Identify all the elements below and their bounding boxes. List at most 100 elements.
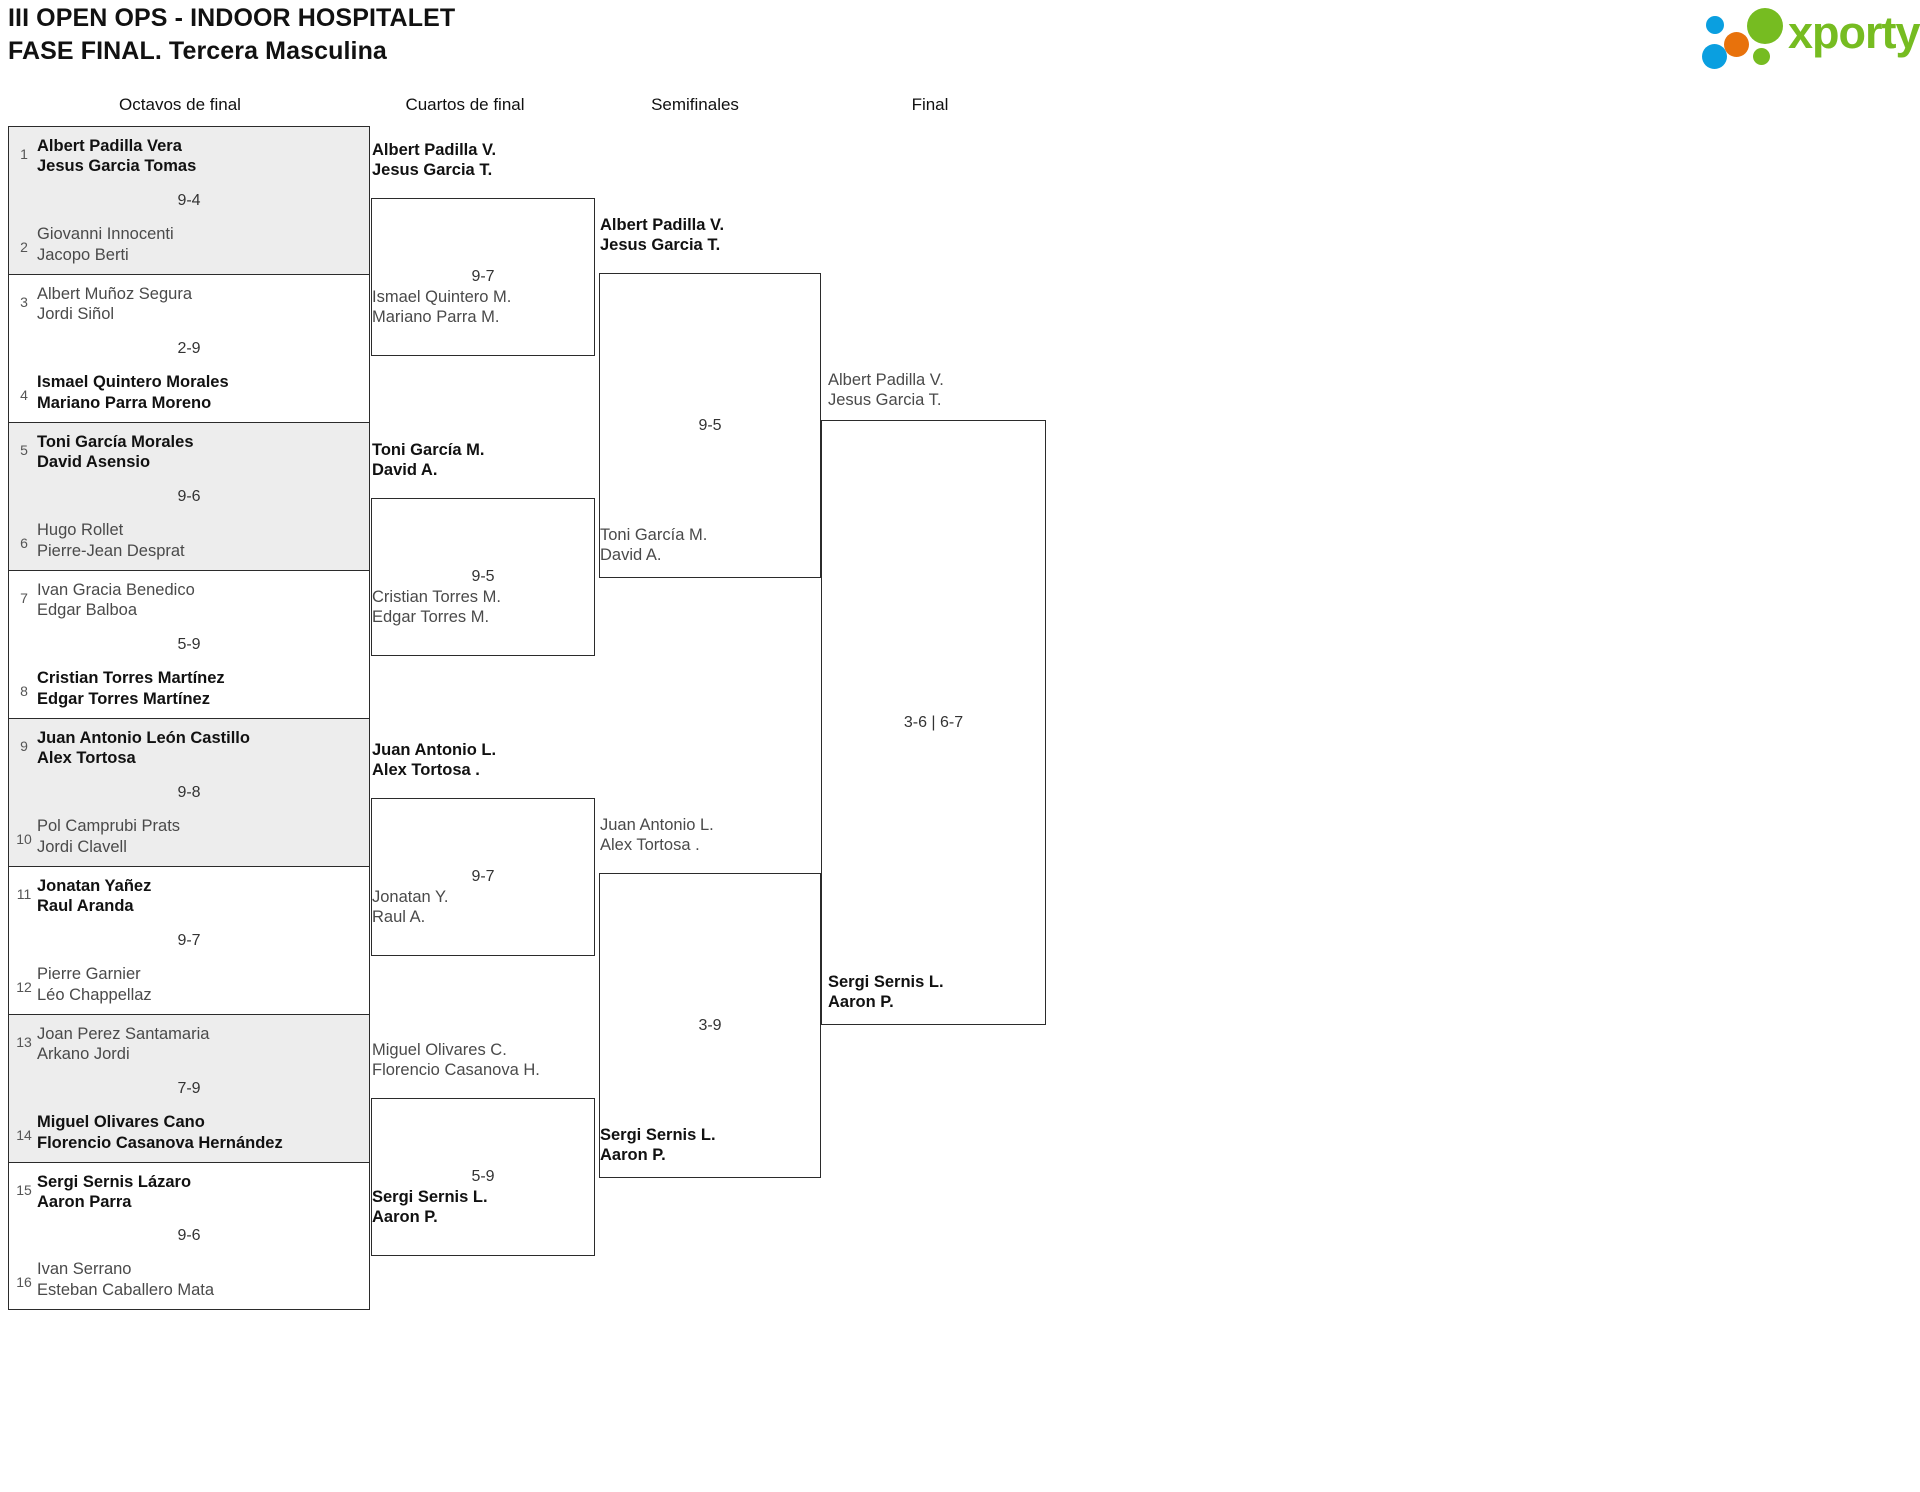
match-team-bottom[interactable]: 6 Hugo Rollet Pierre-Jean Desprat xyxy=(9,520,369,561)
match-octavos-6[interactable]: 11 Jonatan Yañez Raul Aranda 9-7 12 Pier… xyxy=(8,866,370,1014)
match-team-bottom[interactable]: 16 Ivan Serrano Esteban Caballero Mata xyxy=(9,1259,369,1300)
cuartos-2-team-top[interactable]: Toni García M. David A. xyxy=(372,440,484,481)
logo-dot-green-small-icon xyxy=(1753,48,1770,65)
player-name-2: Jordi Clavell xyxy=(37,837,127,856)
match-team-top[interactable]: 3 Albert Muñoz Segura Jordi Siñol xyxy=(9,284,369,325)
match-score: 9-7 xyxy=(471,268,495,285)
match-octavos-4[interactable]: 7 Ivan Gracia Benedico Edgar Balboa 5-9 … xyxy=(8,570,370,718)
player-name-2: Aaron Parra xyxy=(37,1193,132,1212)
match-team-top[interactable]: 1 Albert Padilla Vera Jesus Garcia Tomas xyxy=(9,136,369,177)
player-name-1: Jonatan Y. xyxy=(372,888,449,906)
player-name-1: Juan Antonio L. xyxy=(372,741,497,759)
match-team-top[interactable]: 9 Juan Antonio León Castillo Alex Tortos… xyxy=(9,728,369,769)
player-name-2: Edgar Torres Martínez xyxy=(37,689,210,708)
logo-dot-blue-top-icon xyxy=(1706,16,1724,34)
match-team-bottom[interactable]: 14 Miguel Olivares Cano Florencio Casano… xyxy=(9,1112,369,1153)
final-team-bottom[interactable]: Sergi Sernis L. Aaron P. xyxy=(828,972,944,1013)
match-octavos-7[interactable]: 13 Joan Perez Santamaria Arkano Jordi 7-… xyxy=(8,1014,370,1162)
logo-dot-green-large-icon xyxy=(1747,8,1783,44)
match-team-top[interactable]: 15 Sergi Sernis Lázaro Aaron Parra xyxy=(9,1172,369,1213)
player-name-2: Alex Tortosa . xyxy=(372,761,480,780)
title-line-1: III OPEN OPS - INDOOR HOSPITALET xyxy=(8,4,456,32)
match-score: 9-4 xyxy=(177,191,201,209)
match-team-bottom[interactable]: 8 Cristian Torres Martínez Edgar Torres … xyxy=(9,668,369,709)
seed-number: 13 xyxy=(16,1034,32,1050)
match-octavos-3[interactable]: 5 Toni García Morales David Asensio 9-6 … xyxy=(8,422,370,570)
player-name-1: Toni García Morales xyxy=(37,433,194,451)
player-name-2: Mariano Parra M. xyxy=(372,308,500,327)
player-name-1: Jonatan Yañez xyxy=(37,877,152,895)
cuartos-3-team-top[interactable]: Juan Antonio L. Alex Tortosa . xyxy=(372,740,496,781)
player-name-1: Albert Padilla Vera xyxy=(37,137,182,155)
cuartos-2-box[interactable]: 9-5 xyxy=(371,498,595,656)
player-name-1: Toni García M. xyxy=(600,526,708,544)
match-score: 9-7 xyxy=(471,868,495,885)
seed-number: 12 xyxy=(16,978,32,995)
semis-1-team-bottom[interactable]: Toni García M. David A. xyxy=(600,525,707,566)
player-name-2: Jesus Garcia T. xyxy=(828,391,942,410)
cuartos-3-box[interactable]: 9-7 xyxy=(371,798,595,956)
player-name-1: Ivan Gracia Benedico xyxy=(37,581,195,599)
player-name-2: Florencio Casanova H. xyxy=(372,1061,540,1080)
player-name-2: Florencio Casanova Hernández xyxy=(37,1133,283,1152)
match-team-top[interactable]: 7 Ivan Gracia Benedico Edgar Balboa xyxy=(9,580,369,621)
cuartos-1-team-top[interactable]: Albert Padilla V. Jesus Garcia T. xyxy=(372,140,496,181)
seed-number: 4 xyxy=(20,386,28,403)
player-name-1: Cristian Torres M. xyxy=(372,588,501,606)
final-team-top[interactable]: Albert Padilla V. Jesus Garcia T. xyxy=(828,370,944,411)
xporty-logo[interactable]: xporty xyxy=(1700,6,1920,69)
player-name-2: Raul Aranda xyxy=(37,897,134,916)
semis-2-box[interactable]: 3-9 xyxy=(599,873,821,1178)
player-name-2: Léo Chappellaz xyxy=(37,985,152,1004)
match-team-top[interactable]: 11 Jonatan Yañez Raul Aranda xyxy=(9,876,369,917)
match-score: 3-9 xyxy=(698,1016,722,1034)
match-team-top[interactable]: 5 Toni García Morales David Asensio xyxy=(9,432,369,473)
player-name-1: Pol Camprubi Prats xyxy=(37,817,181,836)
player-name-1: Giovanni Innocenti xyxy=(37,225,174,244)
final-box[interactable]: 3-6 | 6-7 xyxy=(821,420,1046,1025)
player-name-1: Toni García M. xyxy=(372,441,485,459)
seed-number: 9 xyxy=(20,738,28,754)
cuartos-1-box[interactable]: 9-7 xyxy=(371,198,595,356)
player-name-1: Pierre Garnier xyxy=(37,965,141,984)
match-score: 2-9 xyxy=(177,339,201,357)
player-name-1: Albert Muñoz Segura xyxy=(37,285,193,303)
player-name-1: Sergi Sernis L. xyxy=(828,973,944,991)
player-name-2: Jesus Garcia T. xyxy=(600,236,721,255)
cuartos-3-team-bottom[interactable]: Jonatan Y. Raul A. xyxy=(372,887,448,928)
title-line-2: FASE FINAL. Tercera Masculina xyxy=(8,36,387,65)
match-team-bottom[interactable]: 2 Giovanni Innocenti Jacopo Berti xyxy=(9,224,369,265)
match-team-bottom[interactable]: 12 Pierre Garnier Léo Chappellaz xyxy=(9,964,369,1005)
match-team-bottom[interactable]: 10 Pol Camprubi Prats Jordi Clavell xyxy=(9,816,369,857)
cuartos-4-team-top[interactable]: Miguel Olivares C. Florencio Casanova H. xyxy=(372,1040,540,1081)
match-octavos-5[interactable]: 9 Juan Antonio León Castillo Alex Tortos… xyxy=(8,718,370,866)
match-octavos-1[interactable]: 1 Albert Padilla Vera Jesus Garcia Tomas… xyxy=(8,126,370,274)
player-name-1: Miguel Olivares C. xyxy=(372,1041,507,1059)
match-score: 9-7 xyxy=(177,931,201,949)
match-octavos-2[interactable]: 3 Albert Muñoz Segura Jordi Siñol 2-9 4 … xyxy=(8,274,370,422)
match-score: 9-5 xyxy=(471,568,495,585)
semis-2-team-top[interactable]: Juan Antonio L. Alex Tortosa . xyxy=(600,815,714,856)
seed-number: 7 xyxy=(20,590,28,606)
seed-number: 1 xyxy=(20,146,28,162)
player-name-1: Ivan Serrano xyxy=(37,1260,132,1279)
player-name-1: Cristian Torres Martínez xyxy=(37,669,225,688)
cuartos-2-team-bottom[interactable]: Cristian Torres M. Edgar Torres M. xyxy=(372,587,501,628)
seed-number: 10 xyxy=(16,830,32,847)
match-octavos-8[interactable]: 15 Sergi Sernis Lázaro Aaron Parra 9-6 1… xyxy=(8,1162,370,1310)
player-name-2: Edgar Torres M. xyxy=(372,608,490,627)
match-team-bottom[interactable]: 4 Ismael Quintero Morales Mariano Parra … xyxy=(9,372,369,413)
cuartos-4-team-bottom[interactable]: Sergi Sernis L. Aaron P. xyxy=(372,1187,488,1228)
semis-1-team-top[interactable]: Albert Padilla V. Jesus Garcia T. xyxy=(600,215,724,256)
player-name-1: Hugo Rollet xyxy=(37,521,124,540)
player-name-1: Juan Antonio L. xyxy=(600,816,714,834)
cuartos-1-team-bottom[interactable]: Ismael Quintero M. Mariano Parra M. xyxy=(372,287,511,328)
seed-number: 8 xyxy=(20,682,28,699)
semis-2-team-bottom[interactable]: Sergi Sernis L. Aaron P. xyxy=(600,1125,716,1166)
semis-1-box[interactable]: 9-5 xyxy=(599,273,821,578)
match-team-top[interactable]: 13 Joan Perez Santamaria Arkano Jordi xyxy=(9,1024,369,1065)
cuartos-4-box[interactable]: 5-9 xyxy=(371,1098,595,1256)
round-header-semifinales: Semifinales xyxy=(651,95,739,114)
page-title: III OPEN OPS - INDOOR HOSPITALET FASE FIN… xyxy=(8,2,455,67)
